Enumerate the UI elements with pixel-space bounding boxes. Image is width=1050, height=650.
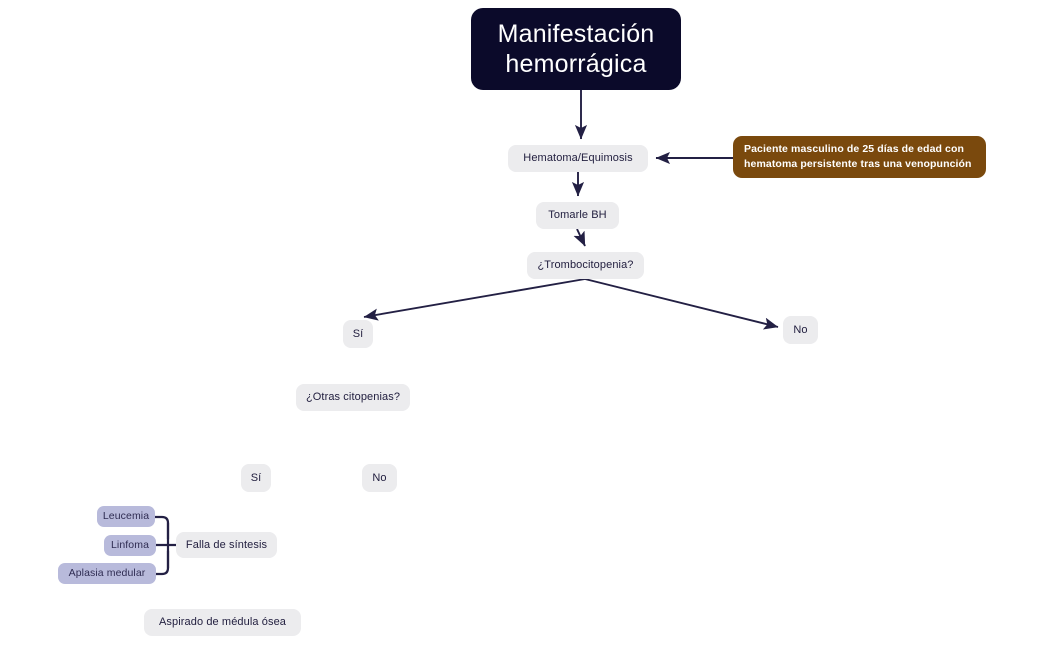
node-leucemia[interactable]: Leucemia [97,506,155,527]
node-tomarle-bh[interactable]: Tomarle BH [536,202,619,229]
node-falla-de-sintesis[interactable]: Falla de síntesis [176,532,277,558]
node-label: Manifestación hemorrágica [497,19,655,79]
node-clinical-note[interactable]: Paciente masculino de 25 días de edad co… [733,136,986,178]
edge-aplasia-to-bracket [154,549,170,576]
node-label: Sí [250,471,262,484]
node-label: Sí [352,327,364,340]
node-linfoma[interactable]: Linfoma [104,535,156,556]
edge-leucemia-to-bracket [153,515,170,541]
node-aplasia-medular[interactable]: Aplasia medular [58,563,156,584]
node-trombocitopenia[interactable]: ¿Trombocitopenia? [527,252,644,279]
node-label: No [793,323,808,336]
node-otras-citopenias[interactable]: ¿Otras citopenias? [296,384,410,411]
edge-bh-to-trombocitopenia [573,228,586,247]
node-label: Leucemia [102,510,150,523]
node-si-trombocitopenia[interactable]: Sí [343,320,373,348]
node-label: No [372,471,387,484]
node-label: Linfoma [110,539,150,552]
node-label: Hematoma/Equimosis [523,152,633,165]
node-label: ¿Otras citopenias? [305,391,401,404]
node-manifestacion-hemorragica[interactable]: Manifestación hemorrágica [471,8,681,90]
node-no-otras-citopenias[interactable]: No [362,464,397,492]
node-hematoma-equimosis[interactable]: Hematoma/Equimosis [508,145,648,172]
note-label: Paciente masculino de 25 días de edad co… [744,142,972,170]
node-no-trombocitopenia[interactable]: No [783,316,818,344]
edge-trombocitopenia-to-no [584,278,779,330]
node-label: Aplasia medular [68,567,146,580]
node-label: Falla de síntesis [185,538,268,551]
node-si-otras-citopenias[interactable]: Sí [241,464,271,492]
node-label: Tomarle BH [548,209,607,222]
node-label: ¿Trombocitopenia? [537,259,634,272]
edge-trombocitopenia-to-si [363,278,586,321]
node-aspirado-de-medula-osea[interactable]: Aspirado de médula ósea [144,609,301,636]
node-label: Aspirado de médula ósea [158,616,287,629]
